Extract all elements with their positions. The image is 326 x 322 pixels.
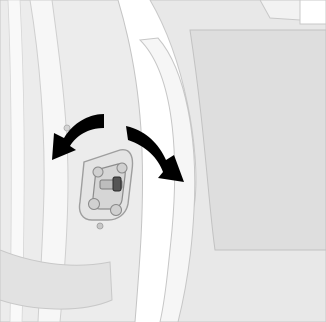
door-top-edge <box>300 0 326 24</box>
screw-lower <box>97 223 103 229</box>
pillar-dot <box>64 125 70 131</box>
screw-top-left <box>93 167 103 177</box>
screw-bottom-left <box>89 199 100 210</box>
screw-bottom-right <box>111 205 122 216</box>
screw-top-right <box>117 163 127 173</box>
child-lock-lever <box>113 177 121 191</box>
